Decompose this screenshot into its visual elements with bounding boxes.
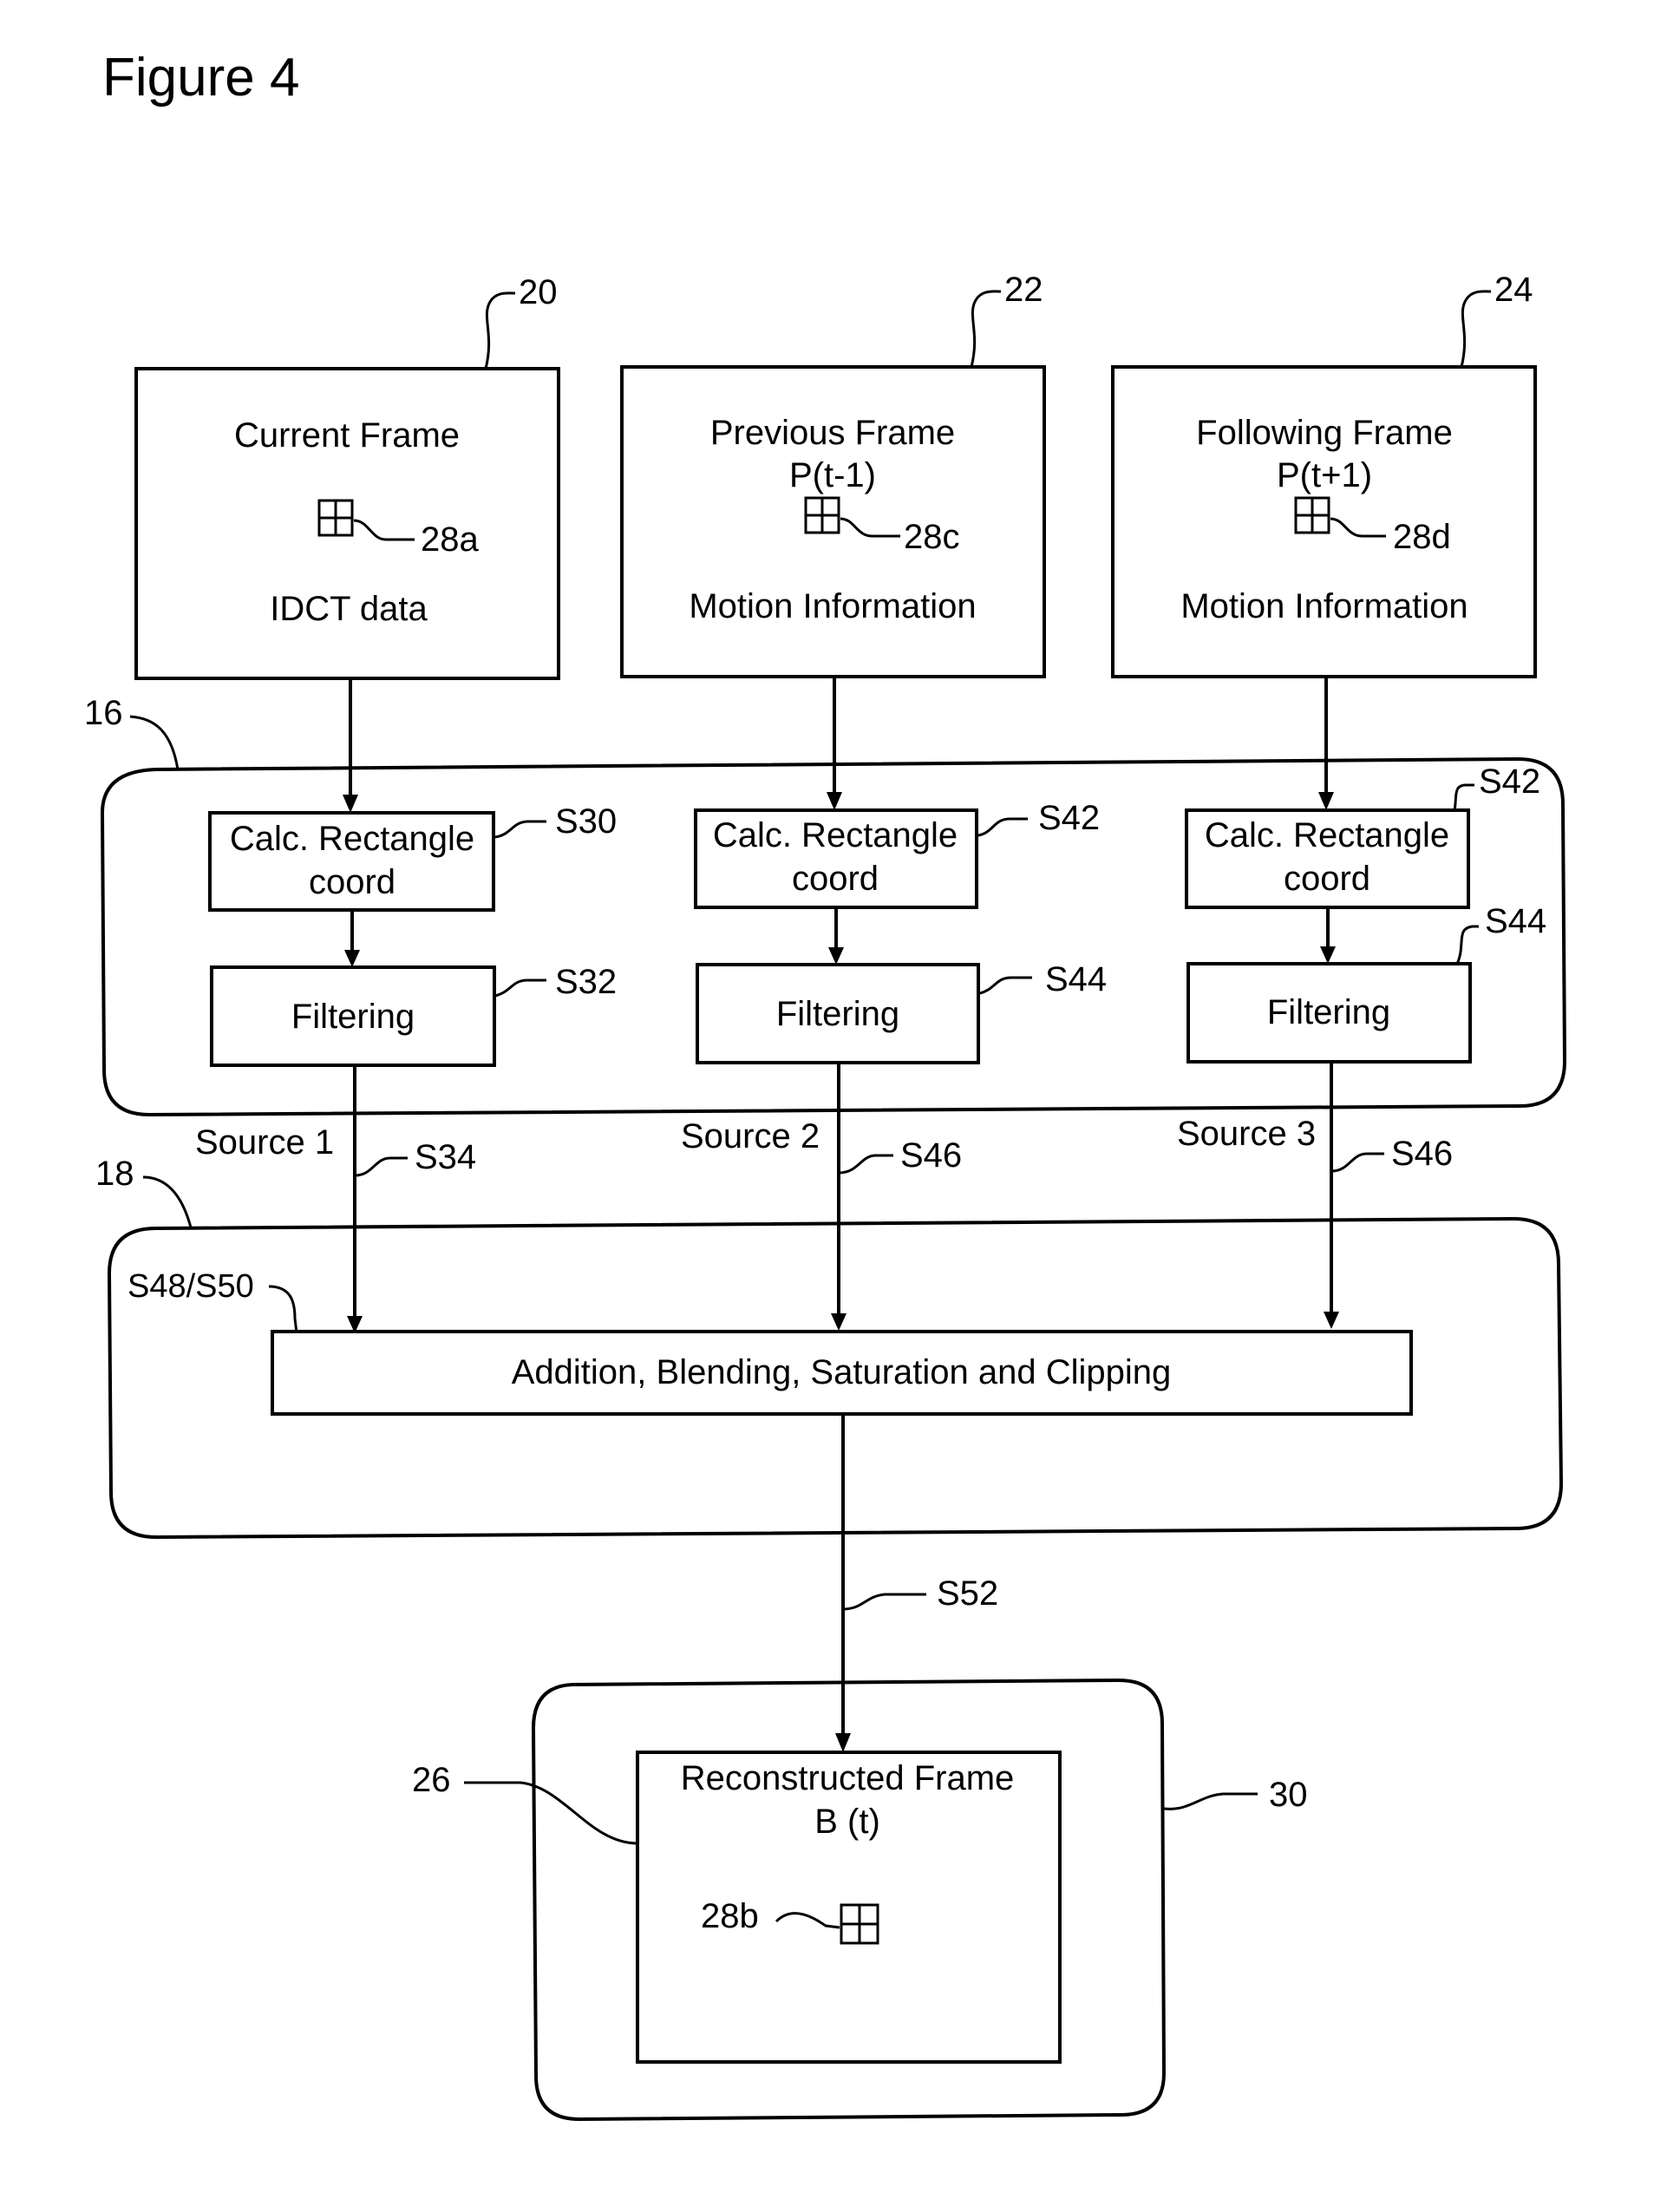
previous-frame-caption: Motion Information	[689, 587, 976, 625]
source-step-3: S46	[1391, 1135, 1453, 1173]
calc-rectangle-coord-1: coord	[309, 863, 395, 901]
container-30-ref: 30	[1269, 1776, 1308, 1814]
source-step-leader-2	[839, 1155, 893, 1173]
calc-step-leader-2	[978, 819, 1028, 835]
reconstructed-frame-title: Reconstructed Frame	[681, 1759, 1015, 1797]
filter-step-3: S44	[1485, 902, 1546, 940]
arrowhead	[1324, 1312, 1339, 1329]
group-18: 18 S48/S50 Addition, Blending, Saturatio…	[95, 1155, 1561, 1537]
filtering-label-1: Filtering	[291, 998, 415, 1036]
grid-block-icon	[841, 1905, 878, 1943]
grid-block-icon	[1296, 498, 1329, 533]
source-label-2: Source 2	[681, 1117, 820, 1155]
calc-step-leader-3	[1454, 785, 1474, 810]
calc-step-1: S30	[555, 802, 617, 841]
group-16-ref-leader	[130, 717, 178, 769]
current-frame-ref-leader	[486, 293, 515, 369]
filtering-label-2: Filtering	[776, 995, 899, 1033]
group-18-step: S48/S50	[127, 1268, 254, 1305]
following-frame-ref: 24	[1494, 271, 1533, 309]
following-frame-title: Following Frame	[1196, 414, 1453, 452]
grid-block-icon	[319, 501, 352, 535]
following-frame-subtitle: P(t+1)	[1277, 456, 1372, 494]
column-3: Calc. Rectangle coord S42 Filtering S44 …	[1177, 762, 1546, 1173]
source-label-3: Source 3	[1177, 1115, 1316, 1153]
group-18-ref: 18	[95, 1155, 134, 1193]
container-30-ref-leader	[1164, 1794, 1258, 1809]
filter-step-1: S32	[555, 963, 617, 1001]
column-1: Calc. Rectangle coord S30 Filtering S32 …	[195, 802, 617, 1176]
calc-rectangle-label-3: Calc. Rectangle	[1205, 816, 1449, 854]
calc-rectangle-label-1: Calc. Rectangle	[230, 820, 474, 858]
arrowhead	[831, 1313, 847, 1331]
previous-frame-subtitle: P(t-1)	[789, 456, 876, 494]
previous-frame-ref-leader	[971, 291, 1001, 367]
calc-step-leader-1	[495, 821, 546, 837]
source-label-1: Source 1	[195, 1123, 334, 1162]
source-step-leader-3	[1331, 1154, 1384, 1171]
group-18-ref-leader	[143, 1177, 191, 1227]
reconstructed-frame-ref-leader	[464, 1783, 637, 1843]
source-step-2: S46	[900, 1136, 962, 1175]
reconstructed-frame-subtitle: B (t)	[814, 1803, 880, 1841]
blending-label: Addition, Blending, Saturation and Clipp…	[512, 1353, 1172, 1391]
calc-rectangle-label-2: Calc. Rectangle	[713, 816, 958, 854]
group-16: 16 Calc. Rectangle coord S30 Filtering S…	[84, 694, 1565, 1176]
current-frame-caption: IDCT data	[270, 590, 428, 628]
source-step-1: S34	[415, 1138, 476, 1176]
current-frame-title: Current Frame	[234, 416, 460, 455]
previous-frame: 22 Previous Frame P(t-1) 28c Motion Info…	[622, 271, 1044, 677]
output-section: S52 30 26 Reconstructed Frame B (t) 28b	[412, 1574, 1308, 2119]
grid-block-icon	[806, 498, 839, 533]
filtering-label-3: Filtering	[1267, 993, 1390, 1031]
source-step-leader-1	[355, 1158, 408, 1175]
filter-step-2: S44	[1045, 960, 1107, 998]
figure-title: Figure 4	[102, 48, 299, 108]
filter-step-leader-3	[1457, 926, 1479, 964]
previous-frame-title: Previous Frame	[710, 414, 955, 452]
arrowhead	[835, 1733, 851, 1752]
arrowhead	[828, 947, 844, 965]
previous-frame-ref: 22	[1004, 271, 1043, 309]
previous-block-ref: 28c	[904, 518, 960, 556]
following-frame-caption: Motion Information	[1180, 587, 1468, 625]
reconstructed-block-ref: 28b	[701, 1897, 759, 1935]
reconstructed-frame-ref: 26	[412, 1761, 451, 1799]
filter-step-leader-2	[980, 978, 1032, 993]
column-2: Calc. Rectangle coord S42 Filtering S44 …	[681, 799, 1107, 1175]
output-step: S52	[937, 1574, 998, 1613]
current-block-ref: 28a	[421, 520, 479, 559]
filter-step-leader-1	[495, 980, 546, 996]
calc-rectangle-coord-3: coord	[1284, 860, 1370, 898]
following-frame: 24 Following Frame P(t+1) 28d Motion Inf…	[1113, 271, 1535, 677]
calc-step-3: S42	[1479, 762, 1540, 801]
current-frame: 20 Current Frame 28a IDCT data	[136, 273, 559, 678]
arrowhead	[344, 950, 360, 967]
calc-rectangle-coord-2: coord	[792, 860, 879, 898]
group-16-ref: 16	[84, 694, 123, 732]
following-block-ref: 28d	[1393, 518, 1451, 556]
following-frame-ref-leader	[1461, 291, 1491, 367]
arrowhead	[343, 795, 358, 813]
arrowhead	[827, 792, 842, 810]
arrowhead	[1320, 946, 1336, 964]
current-frame-ref: 20	[519, 273, 558, 311]
arrowhead	[1318, 792, 1334, 810]
output-step-leader	[843, 1594, 926, 1609]
calc-step-2: S42	[1038, 799, 1100, 837]
